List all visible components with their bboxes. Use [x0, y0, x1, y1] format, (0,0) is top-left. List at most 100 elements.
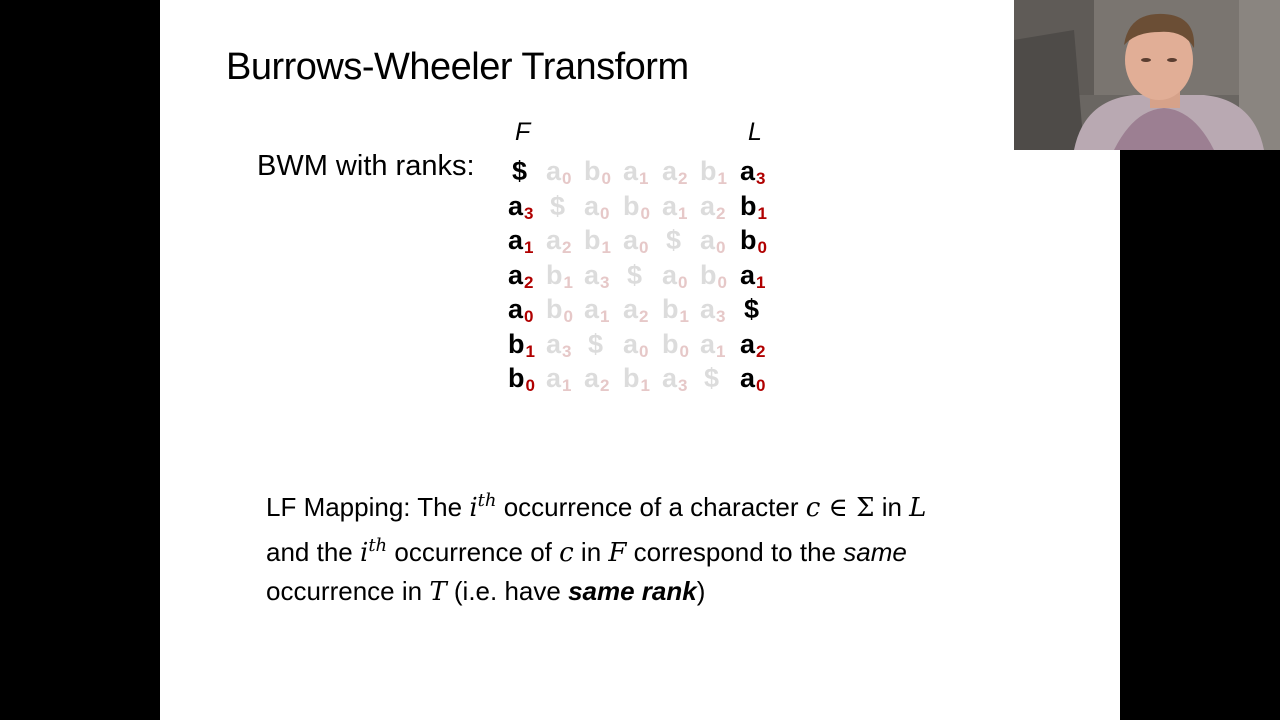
l-column-cell: a0 [740, 363, 780, 396]
bwm-rank: 3 [600, 272, 610, 292]
bwm-inner-cell: a2 [546, 225, 586, 258]
lf-mapping-text: LF Mapping: The ith occurrence of a char… [266, 482, 1026, 611]
bwm-char: a [584, 190, 600, 221]
bwm-rank: 1 [525, 341, 535, 361]
bwm-inner-cell: b1 [662, 294, 702, 327]
bwm-rank: 0 [562, 169, 572, 188]
bwm-char: a [700, 328, 716, 359]
bwm-rank: 0 [639, 238, 649, 257]
bwm-inner-cell: a1 [584, 294, 624, 327]
bwm-rank: 2 [600, 376, 610, 395]
bwm-inner-cell: a2 [662, 156, 702, 189]
bwm-inner-cell: a0 [546, 156, 586, 189]
presenter-video-icon [1014, 0, 1280, 150]
math-in-sigma: ∈ Σ [820, 493, 875, 523]
bwm-rank: 0 [678, 272, 688, 292]
lf-text: occurrence of a character [496, 492, 806, 522]
bwm-inner-cell: b1 [700, 156, 740, 189]
bwm-rank: 3 [678, 376, 688, 395]
bwm-char: b [584, 225, 601, 255]
lf-line-2: and the ith occurrence of c in F corresp… [266, 527, 1026, 572]
bwm-char: a [662, 363, 678, 393]
bwm-char: b [740, 225, 757, 255]
math-i: i [359, 538, 369, 568]
bwm-char: b [623, 363, 640, 393]
bwm-inner-cell: $ [550, 191, 590, 222]
f-column-label: F [515, 118, 531, 146]
emph-same: same [843, 537, 907, 567]
bwm-rank: 1 [756, 272, 766, 292]
bwm-inner-cell: a0 [623, 329, 663, 362]
bwm-char: b [546, 259, 563, 290]
bwm-rank: 1 [717, 169, 727, 188]
f-column-cell: b0 [508, 363, 548, 396]
bwm-char: a [700, 225, 716, 255]
f-column-cell: b1 [508, 329, 548, 362]
math-c: c [805, 493, 821, 523]
emph-same-rank: same rank [568, 576, 697, 606]
bwm-inner-cell: b0 [584, 156, 624, 189]
lf-text: occurrence of [387, 537, 560, 567]
bwm-inner-cell: b0 [662, 329, 702, 362]
bwm-char: a [584, 294, 600, 324]
bwm-char: $ [744, 294, 760, 324]
bwm-inner-cell: a3 [584, 260, 624, 293]
bwm-char: a [623, 328, 639, 359]
math-L: L [909, 493, 927, 523]
bwm-rank: 2 [562, 238, 572, 257]
bwm-char: $ [512, 156, 528, 186]
bwm-inner-cell: a0 [700, 225, 740, 258]
bwm-rank: 2 [756, 341, 766, 361]
bwm-rank: 3 [716, 307, 726, 326]
bwm-char: $ [704, 363, 720, 393]
bwm-char: b [508, 328, 525, 359]
f-column-cell: a2 [508, 260, 548, 293]
l-column-cell: a3 [740, 156, 780, 189]
l-column-cell: $ [744, 294, 784, 325]
bwm-rank: 0 [679, 341, 689, 361]
bwm-char: b [623, 190, 640, 221]
bwm-rank: 0 [640, 203, 650, 223]
bwm-rank: 0 [639, 341, 649, 361]
lf-text: occurrence in [266, 576, 430, 606]
bwm-inner-cell: a0 [584, 191, 624, 224]
bwm-char: a [662, 259, 678, 290]
lf-text: in [573, 537, 609, 567]
bwm-rank: 2 [678, 169, 688, 188]
bwm-inner-cell: a2 [584, 363, 624, 396]
bwm-inner-cell: a2 [623, 294, 663, 327]
bwm-char: b [662, 294, 679, 324]
bwm-inner-cell: b0 [623, 191, 663, 224]
bwm-inner-cell: b1 [584, 225, 624, 258]
bwm-char: a [546, 363, 562, 393]
bwm-rank: 1 [601, 238, 611, 257]
bwm-inner-cell: a0 [662, 260, 702, 293]
presenter-webcam [1014, 0, 1280, 150]
bwm-rank: 1 [757, 203, 767, 223]
bwm-char: a [508, 294, 524, 324]
bwm-rank: 1 [716, 341, 726, 361]
lf-text: correspond to the [626, 537, 844, 567]
bwm-char: a [740, 328, 756, 359]
bwm-char: b [700, 259, 717, 290]
bwm-char: b [700, 156, 717, 186]
bwm-rank: 2 [639, 307, 649, 326]
bwm-char: a [623, 156, 639, 186]
bwm-rank: 1 [562, 376, 572, 395]
bwm-inner-cell: a3 [546, 329, 586, 362]
l-column-cell: a2 [740, 329, 780, 362]
bwm-inner-cell: a0 [623, 225, 663, 258]
bwm-rank: 1 [678, 203, 688, 223]
lf-text: ) [696, 576, 706, 606]
bwm-rank: 1 [679, 307, 689, 326]
lf-text: LF Mapping: The [266, 492, 470, 522]
bwm-char: a [623, 225, 639, 255]
bwm-rank: 1 [600, 307, 610, 326]
bwm-rank: 1 [639, 169, 649, 188]
bwm-char: a [508, 225, 524, 255]
bwm-rank: 3 [524, 203, 534, 223]
bwm-rank: 0 [716, 238, 726, 257]
bwm-inner-cell: $ [588, 329, 628, 360]
bwm-inner-cell: a3 [662, 363, 702, 396]
bwm-rank: 0 [524, 307, 534, 326]
